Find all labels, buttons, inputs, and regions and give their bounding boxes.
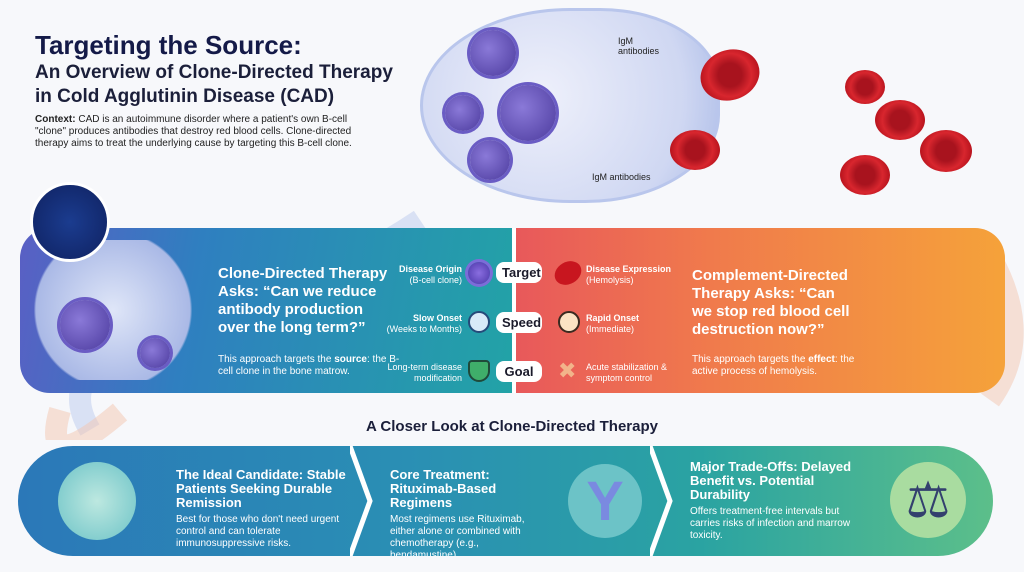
context-text: Context: CAD is an autoimmune disorder w…	[35, 114, 365, 150]
red-blood-cell-icon	[845, 70, 885, 104]
red-blood-cell-icon	[670, 130, 720, 170]
right-row-goal: Acute stabilization & symptom control	[586, 362, 668, 383]
detail-title: Major Trade-Offs: Delayed Benefit vs. Po…	[690, 459, 852, 502]
b-cell-icon	[140, 338, 170, 368]
right-row-speed: Rapid Onset(Immediate)	[586, 313, 640, 334]
right-row-target: Disease Expression(Hemolysis)	[586, 264, 672, 285]
left-row-goal: Long-term disease modification	[387, 362, 462, 383]
b-cell-icon	[60, 300, 110, 350]
b-cell-icon	[445, 95, 481, 131]
clock-icon	[468, 311, 490, 333]
igm-label-bottom: IgM antibodies	[592, 172, 651, 182]
b-cell-icon	[470, 140, 510, 180]
page-subtitle-2: in Cold Agglutinin Disease (CAD)	[35, 86, 335, 107]
context-body: CAD is an autoimmune disorder where a pa…	[35, 114, 352, 149]
shield-check-icon	[468, 360, 490, 382]
clone-directed-question: Clone-Directed Therapy Asks: “Can we red…	[218, 265, 388, 336]
stopwatch-icon	[558, 311, 580, 333]
clone-directed-note: This approach targets the source: the B-…	[218, 354, 400, 377]
detail-ideal-candidate: The Ideal Candidate: Stable Patients See…	[18, 446, 358, 556]
detail-core-treatment: Core Treatment: Rituximab-Based Regimens…	[390, 446, 650, 556]
page-subtitle: An Overview of Clone-Directed Therapy	[35, 62, 393, 83]
red-blood-cell-icon	[840, 155, 890, 195]
detail-title: The Ideal Candidate: Stable Patients See…	[176, 467, 346, 510]
detail-trade-offs: Major Trade-Offs: Delayed Benefit vs. Po…	[690, 446, 990, 556]
detail-body: Best for those who don't need urgent con…	[176, 514, 340, 549]
label-target: Target	[496, 262, 542, 283]
complement-directed-panel	[512, 228, 1005, 393]
balance-scale-icon: ⚖	[890, 462, 966, 538]
chevron-divider	[350, 446, 373, 556]
b-cell-bubble-icon	[30, 182, 110, 262]
detail-body: Offers treatment-free intervals but carr…	[690, 506, 851, 541]
red-blood-cell-icon	[875, 100, 925, 140]
label-speed: Speed	[496, 312, 542, 333]
details-band: The Ideal Candidate: Stable Patients See…	[18, 446, 993, 556]
section-title: A Closer Look at Clone-Directed Therapy	[365, 418, 658, 435]
complement-directed-note: This approach targets the effect: the ac…	[692, 354, 855, 377]
patient-calendar-icon	[58, 462, 136, 540]
antibody-icon: Y	[568, 464, 642, 538]
context-label: Context:	[35, 114, 76, 125]
left-row-target: Disease Origin(B-cell clone)	[398, 264, 462, 285]
bandage-icon: ✖	[558, 358, 577, 383]
igm-label-top: IgM antibodies	[618, 36, 660, 56]
red-blood-cell-icon	[920, 130, 972, 172]
b-cell-cluster-illustration	[28, 240, 198, 380]
detail-title: Core Treatment: Rituximab-Based Regimens	[390, 467, 497, 510]
label-goal: Goal	[496, 361, 542, 382]
b-cell-icon	[470, 30, 516, 76]
b-cell-icon	[500, 85, 556, 141]
page-title: Targeting the Source:	[35, 30, 302, 60]
chevron-divider	[650, 446, 673, 556]
left-row-speed: Slow Onset(Weeks to Months)	[386, 313, 462, 334]
complement-directed-question: Complement-Directed Therapy Asks: “Can w…	[692, 267, 850, 338]
detail-body: Most regimens use Rituximab, either alon…	[390, 514, 525, 556]
b-cell-icon	[468, 262, 490, 284]
center-divider	[512, 228, 516, 393]
